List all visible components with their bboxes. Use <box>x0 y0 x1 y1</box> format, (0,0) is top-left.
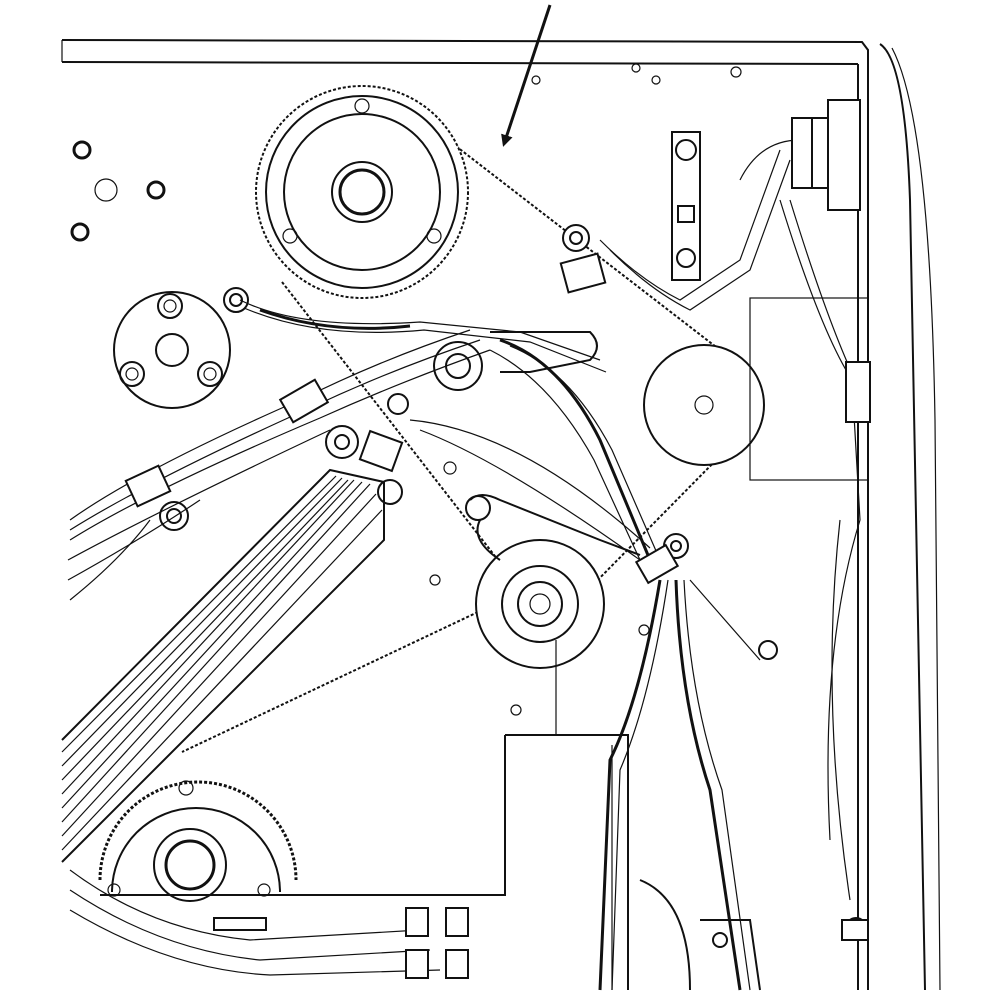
wire-harness <box>67 139 861 991</box>
terminal-connectors <box>213 907 469 979</box>
bottom-right-parts <box>639 879 869 991</box>
center-drive-pulley <box>475 539 605 669</box>
upper-gear-pulley <box>255 85 469 299</box>
lower-cover-plate <box>100 640 629 990</box>
right-idler-pulley <box>643 344 765 466</box>
lower-gear-pulley <box>98 780 298 902</box>
ribbon-cable <box>61 468 385 863</box>
mounting-holes <box>70 63 742 716</box>
tension-arm <box>465 494 641 561</box>
cable-clamps <box>124 252 871 585</box>
sensor-bracket <box>671 131 701 281</box>
three-bolt-plate <box>113 291 231 409</box>
wall-connector <box>791 99 861 211</box>
pointer-arrow <box>501 4 552 147</box>
guide-slot <box>490 331 598 373</box>
